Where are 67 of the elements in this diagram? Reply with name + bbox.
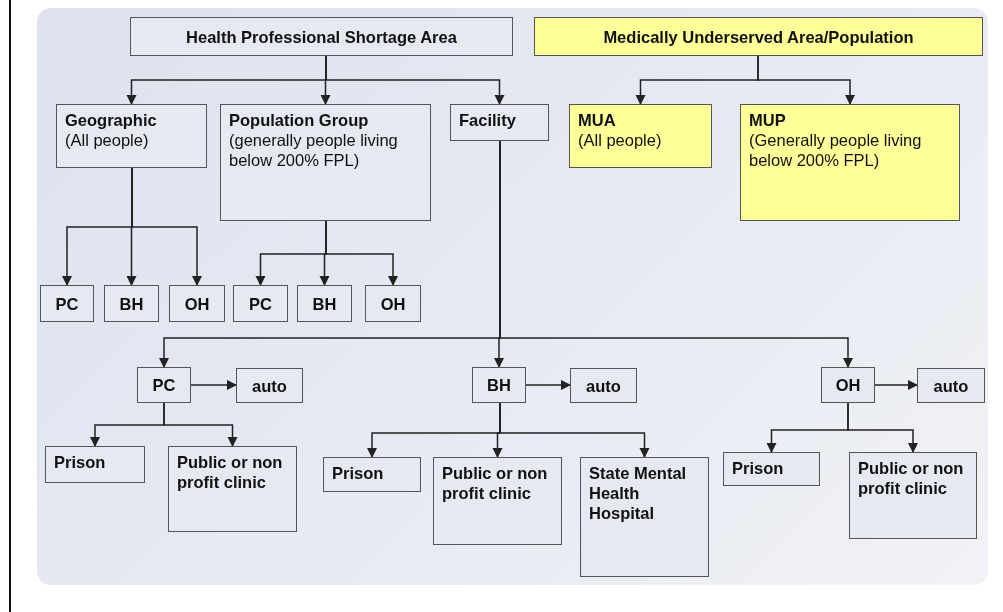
arrow <box>163 402 238 448</box>
arrow <box>325 220 399 287</box>
box-title: Prison <box>54 452 107 472</box>
category-box <box>233 285 288 322</box>
category-box <box>137 367 191 403</box>
category-box <box>821 367 875 403</box>
category-box <box>40 285 94 322</box>
box-title: OH <box>835 375 861 395</box>
category-box <box>130 17 513 56</box>
category-box <box>104 285 159 322</box>
category-box <box>433 457 562 545</box>
box-title: auto <box>933 375 969 396</box>
box-description: (Generally people living below 200% FPL) <box>749 130 923 170</box>
box-description: (All people) <box>578 130 663 150</box>
box-title: auto <box>252 375 287 396</box>
arrow <box>525 379 572 391</box>
box-title: Facility <box>459 110 517 130</box>
arrow <box>847 402 919 454</box>
box-title: Geographic <box>65 110 158 130</box>
category-box <box>56 104 207 168</box>
category-box <box>569 104 712 168</box>
category-box <box>740 104 960 221</box>
box-title: BH <box>487 375 511 395</box>
category-box <box>45 446 145 483</box>
category-box <box>169 285 225 322</box>
category-box <box>917 368 985 403</box>
box-title: Public or non profit clinic <box>177 452 284 492</box>
category-box <box>723 452 820 486</box>
box-title: Prison <box>732 458 785 478</box>
category-box <box>297 285 352 322</box>
category-box <box>472 367 526 403</box>
category-box <box>849 452 977 539</box>
arrow <box>499 402 650 459</box>
box-title: MUP <box>749 110 787 130</box>
category-box <box>323 457 421 492</box>
box-title: PC <box>152 375 176 395</box>
arrow <box>190 379 238 391</box>
box-title: State Mental Health Hospital <box>589 463 688 523</box>
arrow <box>131 167 203 287</box>
category-box <box>570 368 637 403</box>
box-title: Medically Underserved Area/Population <box>603 26 914 47</box>
box-description: (generally people living below 200% FPL) <box>229 130 399 170</box>
box-title: PC <box>55 293 79 314</box>
arrow <box>325 55 505 106</box>
box-title: BH <box>119 293 144 314</box>
box-title: auto <box>586 375 621 396</box>
box-title: MUA <box>578 110 617 130</box>
category-box <box>534 17 983 56</box>
category-box <box>450 104 549 141</box>
arrow <box>757 55 856 106</box>
box-title: Population Group <box>229 110 370 130</box>
box-description: (All people) <box>65 130 150 150</box>
box-title: OH <box>184 293 210 314</box>
box-title: Prison <box>332 463 385 483</box>
category-box <box>220 104 431 221</box>
box-title: Public or non profit clinic <box>442 463 549 503</box>
category-box <box>365 285 421 322</box>
box-title: Public or non profit clinic <box>858 458 965 498</box>
box-title: OH <box>380 293 406 314</box>
arrow <box>499 140 854 369</box>
box-title: BH <box>312 293 337 314</box>
box-title: PC <box>249 293 272 314</box>
category-box <box>168 446 297 532</box>
category-box <box>236 368 303 403</box>
arrow <box>874 379 919 391</box>
box-title: Health Professional Shortage Area <box>186 26 457 47</box>
category-box <box>580 457 709 577</box>
